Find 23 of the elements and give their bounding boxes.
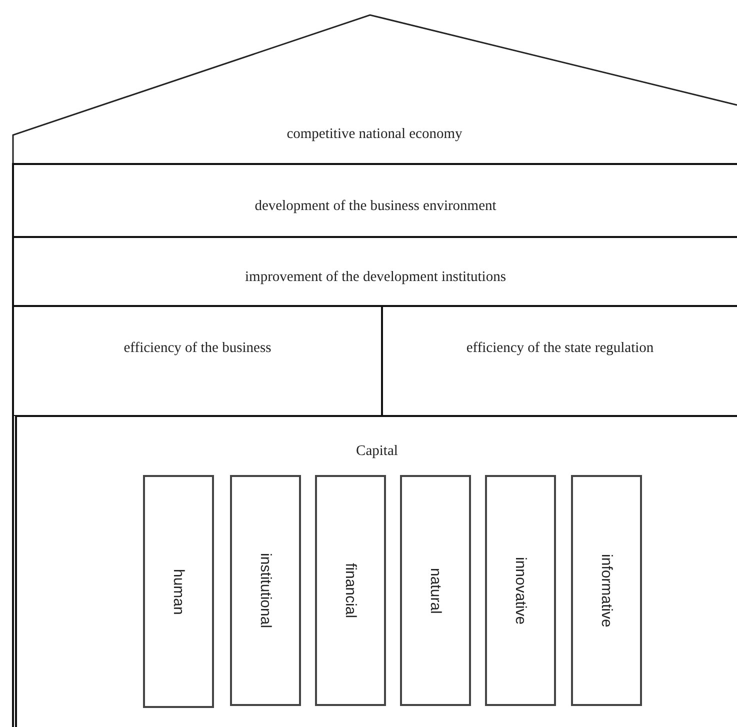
pillar	[315, 475, 386, 706]
band-label: improvement of the development institutions	[244, 269, 507, 286]
roof-band	[12, 14, 737, 163]
pillar-label: natural	[427, 568, 444, 614]
band	[12, 305, 383, 415]
foundation-panel	[12, 415, 737, 727]
pillar-label: institutional	[257, 552, 274, 628]
band-label: development of the business environment	[254, 198, 498, 215]
band	[12, 236, 737, 305]
band-label: efficiency of the state regulation	[465, 340, 655, 357]
pillar-label: informative	[598, 554, 615, 628]
band-label: competitive national economy	[286, 126, 464, 143]
band-label: Capital	[355, 443, 399, 460]
pillar-label: innovative	[512, 556, 529, 624]
band-label: efficiency of the business	[122, 340, 272, 357]
band	[12, 163, 737, 236]
pillar	[400, 475, 471, 706]
pillar	[571, 475, 642, 706]
pillar	[143, 475, 214, 708]
pillar-label: human	[170, 568, 187, 614]
pillar	[230, 475, 301, 706]
pillar-label: financial	[342, 562, 359, 618]
pillar	[485, 475, 556, 706]
